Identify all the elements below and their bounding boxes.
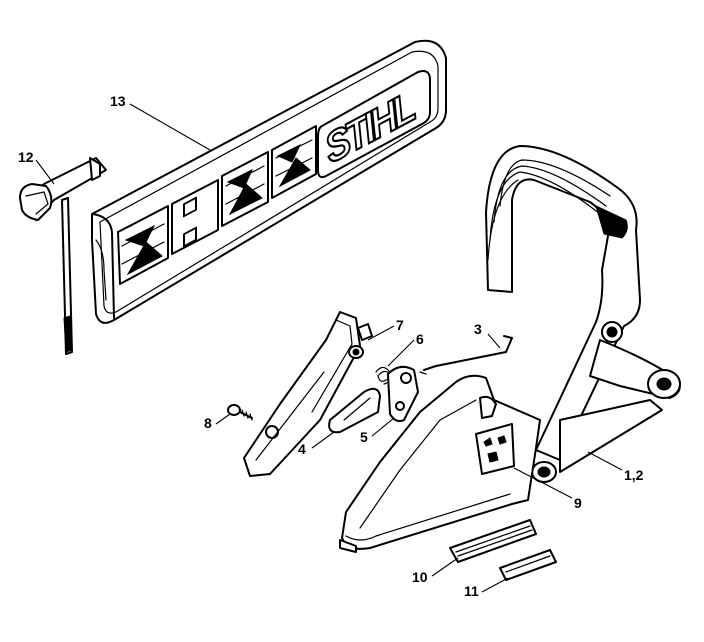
plate-part-11 <box>499 549 557 581</box>
spring-part-3 <box>419 335 513 375</box>
callout-9: 9 <box>574 495 582 511</box>
lever-part-5 <box>387 365 419 423</box>
lever-part-4 <box>328 387 381 434</box>
plate-part-10 <box>449 519 537 563</box>
front-handle-part-1-2 <box>485 145 681 483</box>
vent-window-3 <box>171 179 219 255</box>
callout-5: 5 <box>360 429 368 445</box>
leader-9 <box>513 467 573 499</box>
leader-3 <box>487 333 501 349</box>
bar-cover-part-13: STIHL <box>91 39 447 324</box>
leader-1-2 <box>587 451 623 471</box>
callout-4: 4 <box>298 441 306 457</box>
combination-wrench-part-12 <box>19 157 107 355</box>
leader-lines <box>35 103 623 593</box>
callout-6: 6 <box>416 331 424 347</box>
rear-handle-housing <box>339 374 541 553</box>
leader-8 <box>215 413 231 425</box>
callout-12: 12 <box>18 149 34 165</box>
leader-10 <box>431 557 459 577</box>
pin-part-7 <box>348 323 373 359</box>
callout-3: 3 <box>474 321 482 337</box>
callout-8: 8 <box>204 415 212 431</box>
callout-labels: 1,2 3 4 5 6 7 8 9 10 11 12 13 <box>18 93 644 599</box>
vent-window-1 <box>271 125 317 199</box>
leader-11 <box>481 577 509 593</box>
vent-window-4 <box>117 205 169 285</box>
leader-13 <box>129 103 211 151</box>
leader-6 <box>387 339 415 367</box>
callout-11: 11 <box>464 583 479 599</box>
leader-7 <box>367 325 395 341</box>
callout-7: 7 <box>396 317 404 333</box>
leader-4 <box>311 431 335 449</box>
screw-part-8 <box>227 404 253 421</box>
callout-1-2: 1,2 <box>624 467 644 483</box>
callout-13: 13 <box>110 93 126 109</box>
vent-window-2 <box>221 151 269 227</box>
callout-10: 10 <box>412 569 428 585</box>
side-plate <box>243 311 361 477</box>
leader-12 <box>35 159 55 185</box>
leader-5 <box>371 417 395 437</box>
